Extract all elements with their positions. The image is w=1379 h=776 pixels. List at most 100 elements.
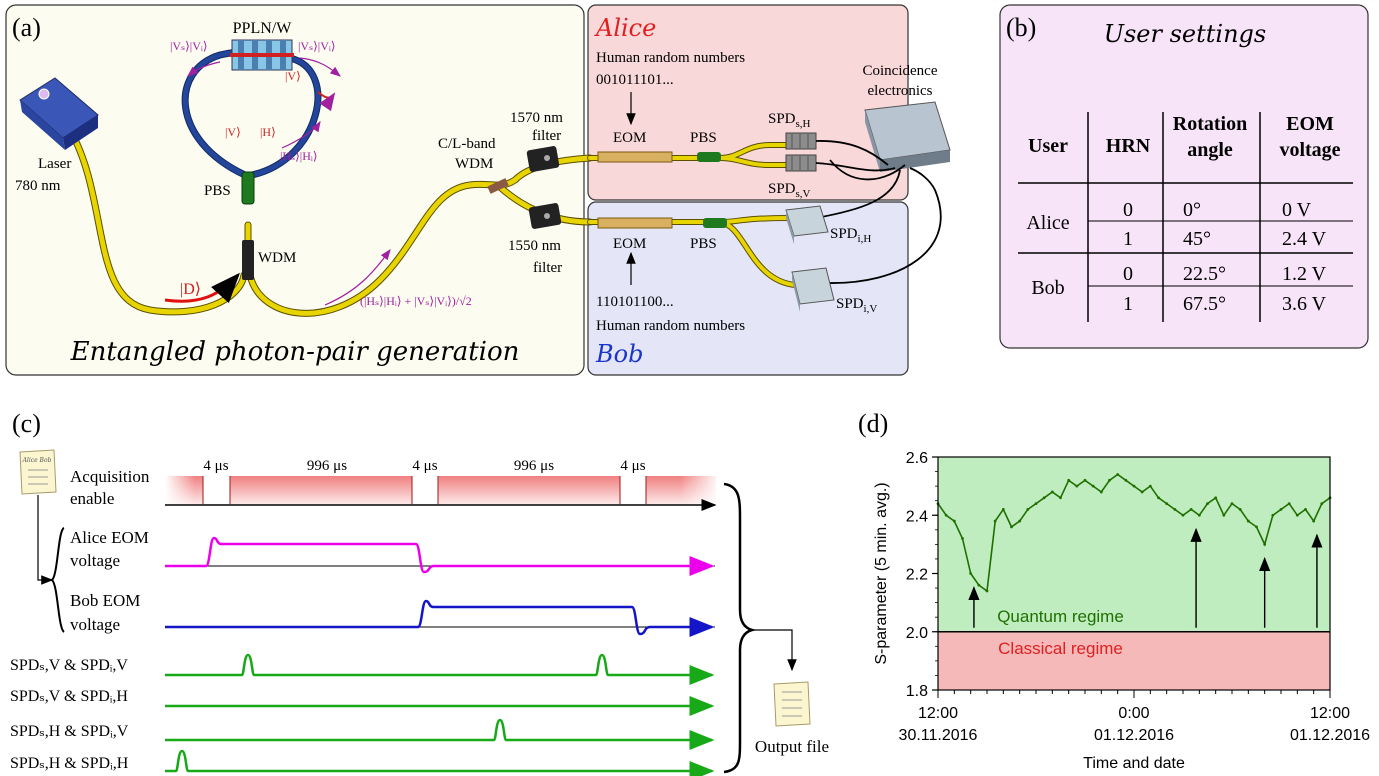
classical-region [938,631,1330,690]
bob-eom-label: EOM [613,236,646,252]
bob-eom-signal-label-1: Bob EOM [70,591,140,610]
acq-label-1: Acquisition [70,467,150,486]
y-tick-label: 2.4 [906,508,928,525]
data-point [1197,513,1201,517]
output-arrow [752,629,797,672]
coincidence-labels: SPDₛ,V & SPDᵢ,V SPDₛ,V & SPDᵢ,H SPDₛ,H &… [10,657,129,772]
laser-device [19,77,99,150]
filter-1570-label-2: filter [532,128,561,144]
data-point [1287,502,1291,505]
filter-1550-label-1: 1550 nm [508,238,561,254]
data-point [1001,508,1005,511]
data-point [1312,519,1316,523]
state-arrow [324,249,391,306]
cell-voltage: 3.6 V [1282,293,1327,315]
cell-angle: 22.5° [1183,263,1226,285]
signal-trace-sh-ih [165,749,715,776]
panel-d: (d) Quantum regime Classical regime 1.82… [858,409,1370,772]
window-label: 996 μs [307,458,347,474]
input-arrow [37,495,54,585]
state-vs-vi-right: |Vₛ⟩|Vᵢ⟩ [298,39,336,53]
coincidence-cables [815,140,942,284]
data-point [1140,490,1144,494]
pbs-label: PBS [204,183,231,199]
bob-hrn-label: Human random numbers [596,318,745,334]
quantum-label: Quantum regime [997,607,1124,626]
panel-a-label: (a) [12,13,41,42]
filter-1570 [526,146,560,172]
wdm-component [242,240,254,280]
acq-label-2: enable [70,489,114,508]
chart-plot: 1.82.02.22.42.612:0030.11.20160:0001.12.… [899,450,1371,744]
spd-iv-device [791,267,835,312]
spd-ih-device [785,205,829,244]
data-point [1271,513,1275,517]
cl-wdm-component [487,178,509,194]
data-point [1042,496,1046,500]
data-point [1050,490,1054,494]
data-point [944,513,948,517]
alice-box [587,4,909,201]
bob-title: Bob [595,340,643,368]
alice-pbs-label: PBS [690,130,717,146]
bob-eom-trace [165,599,715,637]
data-point [1124,478,1128,482]
data-point [1214,496,1218,500]
coincidence-label-2: electronics [868,83,933,99]
data-point [1181,513,1185,517]
signal-trace-sv-iv [165,653,715,685]
data-point [1165,502,1169,505]
bob-pbs-device [703,218,727,228]
cell-hrn: 0 [1123,199,1133,221]
gap-label: 4 μs [203,458,228,474]
settings-title: User settings [1104,20,1266,48]
data-point [952,519,956,523]
data-point [1116,473,1120,476]
spd-sv-device [785,154,817,172]
data-point [1148,484,1152,488]
cell-angle: 45° [1183,228,1211,250]
output-brace [723,482,757,774]
cell-hrn: 1 [1123,293,1133,315]
alice-hrn-label: Human random numbers [596,50,745,66]
data-point [1206,502,1209,505]
bob-box [587,201,909,376]
window-label: 996 μs [514,458,554,474]
laser-label-1: Laser [38,156,71,172]
x-tick-date: 30.11.2016 [899,727,978,744]
signal-label-sv-ih: SPDₛ,V & SPDᵢ,H [10,688,128,705]
filter-1550-window [544,213,550,219]
data-point [1320,502,1324,505]
data-point [1255,525,1258,529]
data-point [1083,478,1087,482]
spd-ih-label: SPDi,H [830,226,871,245]
state-vs-vi-left: |Vₛ⟩|Vᵢ⟩ [170,39,208,53]
acq-window [230,476,412,504]
scroll-input-icon: Alice Bob [19,449,57,495]
data-point [1263,542,1267,546]
data-point [1108,478,1111,482]
data-point [1279,508,1283,511]
data-point [1099,490,1103,494]
wdm-label: WDM [258,250,296,266]
alice-eom-signal-label-2: voltage [70,551,120,570]
data-point [1295,513,1299,517]
signal-label-sh-iv: SPDₛ,H & SPDᵢ,V [10,723,129,740]
spd-sv-label: SPDs,V [768,181,811,200]
panel-c-label: (c) [12,409,41,438]
cell-voltage: 2.4 V [1282,228,1327,250]
signal-trace-sh-iv [165,718,715,750]
signal-label-sv-iv: SPDₛ,V & SPDᵢ,V [10,657,128,674]
x-tick-date: 01.12.2016 [1290,727,1370,744]
data-point [1132,484,1136,488]
filter-1550-label-2: filter [533,260,562,276]
coincidence-label-1: Coincidence [863,63,938,79]
panel-c: (c) Alice Bob 4 μs 996 μs 4 μs 996 μs 4 … [10,409,829,776]
acq-edges [202,476,647,504]
data-point [1075,484,1079,488]
y-tick-label: 2.2 [906,567,928,584]
